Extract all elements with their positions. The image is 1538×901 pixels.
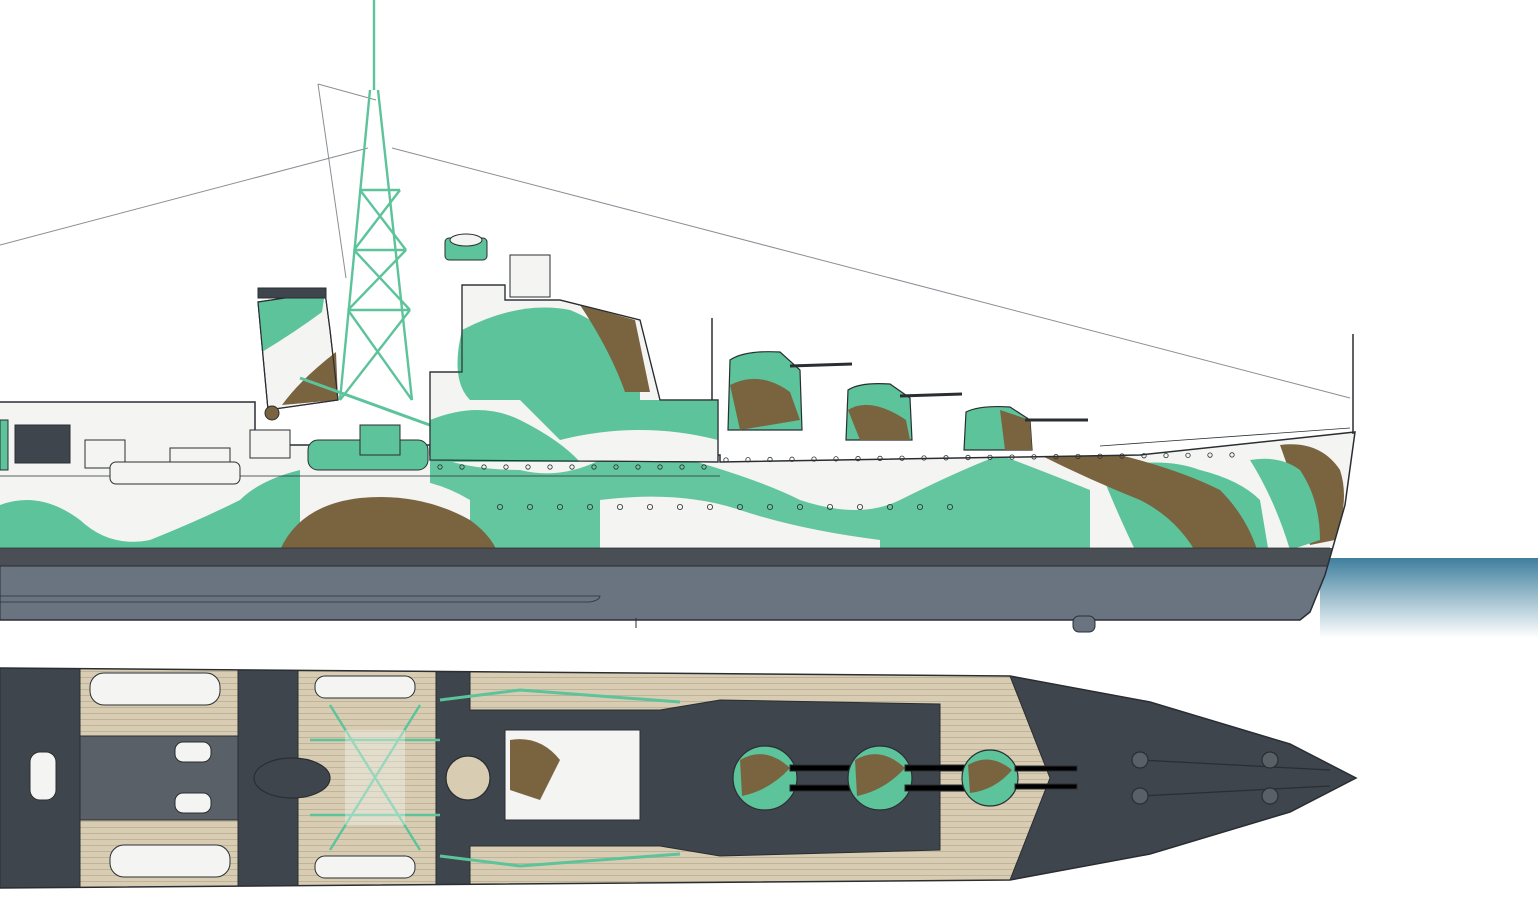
porthole <box>811 456 817 462</box>
porthole <box>745 457 751 463</box>
porthole <box>1185 452 1191 458</box>
porthole <box>591 464 597 470</box>
porthole <box>1053 454 1059 460</box>
porthole <box>1075 453 1081 460</box>
funnel <box>257 287 339 421</box>
porthole <box>707 503 714 510</box>
bridge-superstructure <box>429 233 719 463</box>
rigging-lines <box>0 83 1351 399</box>
porthole <box>1207 452 1213 458</box>
porthole <box>833 456 839 462</box>
porthole <box>569 464 575 470</box>
porthole <box>767 456 773 463</box>
porthole <box>613 464 619 470</box>
whaler-starboard <box>109 844 231 878</box>
porthole <box>635 464 641 470</box>
porthole <box>647 503 654 510</box>
porthole <box>1229 452 1235 458</box>
lattice-mast <box>338 0 414 401</box>
porthole <box>1031 454 1037 460</box>
porthole <box>701 464 707 470</box>
porthole <box>899 455 905 461</box>
side-turrets <box>727 351 1088 451</box>
porthole <box>921 455 927 461</box>
portholes <box>437 452 1235 510</box>
porthole <box>1141 453 1147 459</box>
porthole <box>737 503 744 510</box>
sea-band <box>1320 558 1538 638</box>
porthole <box>947 503 954 510</box>
top-plan-view <box>0 667 1358 889</box>
porthole <box>917 503 924 510</box>
porthole <box>943 455 949 461</box>
porthole <box>877 455 883 461</box>
porthole <box>987 454 993 460</box>
porthole <box>617 503 624 510</box>
porthole <box>547 464 553 470</box>
porthole <box>587 503 594 510</box>
porthole <box>657 464 663 470</box>
derrick-boom <box>299 376 439 430</box>
porthole <box>789 456 795 462</box>
porthole <box>1009 454 1015 460</box>
porthole <box>887 503 894 510</box>
porthole <box>527 503 534 510</box>
porthole <box>1163 452 1169 459</box>
side-profile-view <box>0 0 1356 633</box>
porthole <box>1119 453 1125 459</box>
porthole <box>459 464 465 470</box>
sonar-dome <box>1072 615 1096 633</box>
plan-boats <box>29 672 416 879</box>
hull-plan-outline <box>0 667 1358 889</box>
porthole <box>855 456 861 462</box>
porthole <box>525 464 531 470</box>
porthole <box>723 457 729 463</box>
porthole <box>677 503 684 510</box>
porthole <box>437 464 443 470</box>
porthole <box>965 454 971 461</box>
whaler-port <box>89 672 221 706</box>
porthole <box>827 503 834 510</box>
bridge-plan <box>439 688 681 868</box>
plan-turrets <box>732 745 1078 811</box>
midships-plan <box>253 704 440 851</box>
porthole <box>503 464 509 470</box>
porthole <box>481 464 487 470</box>
aft-structures <box>0 419 241 485</box>
porthole <box>679 464 685 470</box>
porthole <box>797 503 804 510</box>
porthole <box>767 503 774 510</box>
porthole <box>496 503 503 510</box>
porthole <box>1097 453 1103 459</box>
porthole <box>857 503 864 510</box>
porthole <box>557 503 564 510</box>
anchor-gear <box>1131 751 1331 805</box>
